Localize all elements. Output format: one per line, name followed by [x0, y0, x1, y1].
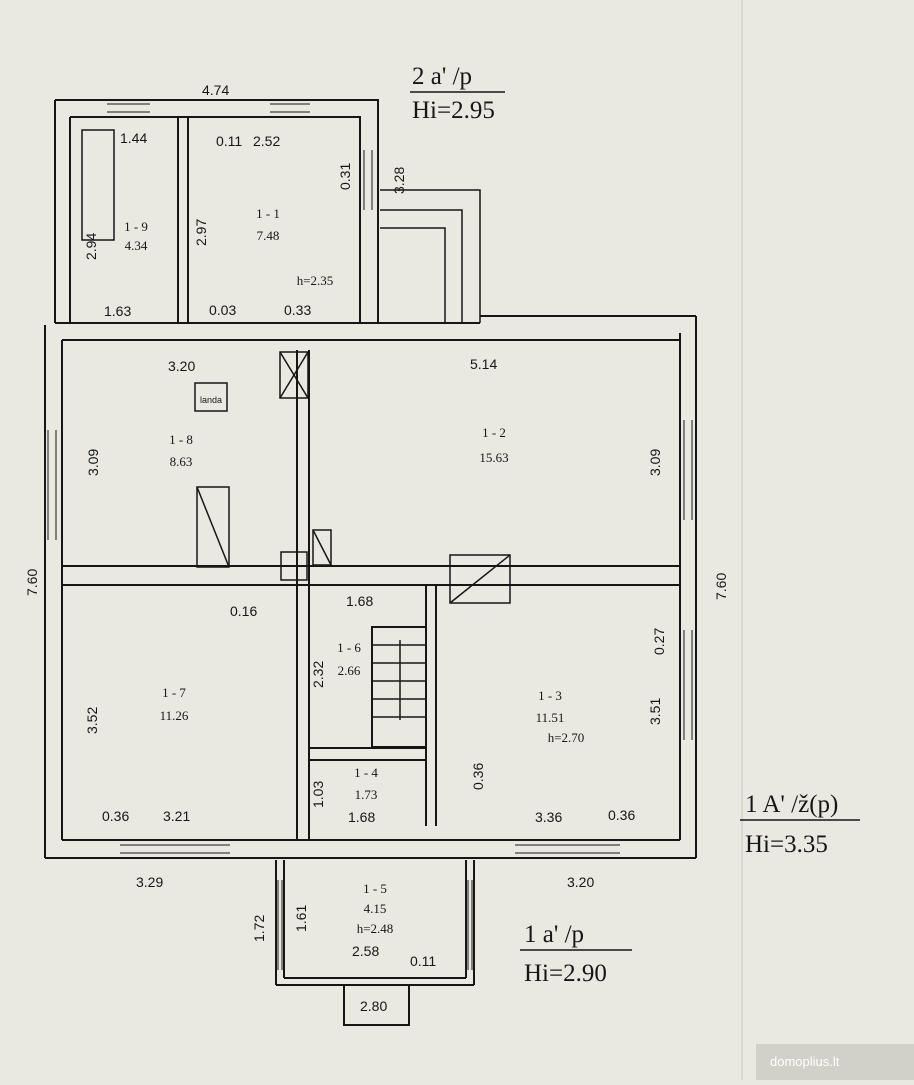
level-upper: 2 a' /p Hi=2.95 [410, 63, 505, 124]
dim-2-80: 2.80 [360, 998, 387, 1014]
room-1-6-area: 2.66 [338, 663, 361, 678]
windows [47, 103, 693, 970]
room-1-5-height: h=2.48 [357, 921, 394, 936]
room-1-7-area: 11.26 [160, 708, 189, 723]
dim-3-51: 3.51 [647, 698, 663, 725]
fireplace-box [449, 554, 511, 604]
room-1-4-id: 1 - 4 [354, 765, 378, 780]
dim-3-20-upper: 3.20 [168, 358, 195, 374]
level-main: 1 A' /ž(p) Hi=3.35 [740, 791, 860, 858]
room-1-5-id: 1 - 5 [363, 881, 387, 896]
flue-box [280, 551, 308, 581]
room-1-8-id: 1 - 8 [169, 432, 193, 447]
dim-1-63: 1.63 [104, 303, 131, 319]
dim-2-58: 2.58 [352, 943, 379, 959]
room-1-2-id: 1 - 2 [482, 425, 506, 440]
walls [44, 99, 697, 1026]
room-1-1-area: 7.48 [257, 228, 280, 243]
level-main-label: 1 A' /ž(p) [745, 791, 838, 818]
dim-3-52: 3.52 [84, 707, 100, 734]
dim-5-14: 5.14 [470, 356, 497, 372]
chimney-box [279, 351, 309, 399]
room-1-9-id: 1 - 9 [124, 219, 148, 234]
room-1-3-id: 1 - 3 [538, 688, 562, 703]
dim-2-94: 2.94 [83, 233, 99, 260]
room-1-8-area: 8.63 [170, 454, 193, 469]
dim-3-28: 3.28 [391, 167, 407, 194]
dim-3-20-lower: 3.20 [567, 874, 594, 890]
dim-3-09-left: 3.09 [85, 449, 101, 476]
dim-3-09-right: 3.09 [647, 449, 663, 476]
dim-2-32: 2.32 [310, 661, 326, 688]
dim-7-60-right: 7.60 [713, 573, 729, 600]
level-upper-height: Hi=2.95 [412, 97, 495, 124]
dim-0-03: 0.03 [209, 302, 236, 318]
room-1-5-area: 4.15 [364, 901, 387, 916]
dim-1-68-upper: 1.68 [346, 593, 373, 609]
dim-3-29: 3.29 [136, 874, 163, 890]
landa-box [194, 382, 228, 412]
dim-2-97: 2.97 [193, 219, 209, 246]
dim-1-44: 1.44 [120, 130, 147, 146]
dimension-labels: 4.74 1.44 0.11 2.52 0.31 3.28 2.94 2.97 … [24, 82, 729, 1014]
dim-1-68-lower: 1.68 [348, 809, 375, 825]
room-1-3-height: h=2.70 [548, 730, 585, 745]
watermark-text: domoplius.lt [770, 1054, 840, 1069]
room-labels: 1 - 1 7.48 h=2.35 1 - 9 4.34 1 - 8 8.63 … [124, 206, 584, 936]
room-1-1-id: 1 - 1 [256, 206, 280, 221]
dim-7-60-left: 7.60 [24, 569, 40, 596]
room-1-1-height: h=2.35 [297, 273, 334, 288]
bathtub [81, 129, 115, 241]
dim-1-72: 1.72 [251, 915, 267, 942]
dim-0-27: 0.27 [651, 628, 667, 655]
level-porch-height: Hi=2.90 [524, 960, 607, 987]
dim-3-36: 3.36 [535, 809, 562, 825]
room-1-6-id: 1 - 6 [337, 640, 361, 655]
dim-1-61: 1.61 [293, 905, 309, 932]
dim-0-11-upper: 0.11 [216, 133, 242, 149]
level-upper-label: 2 a' /p [412, 63, 472, 90]
room-1-4-area: 1.73 [355, 787, 378, 802]
level-main-height: Hi=3.35 [745, 831, 828, 858]
dim-2-52: 2.52 [253, 133, 280, 149]
dim-1-03: 1.03 [310, 781, 326, 808]
dim-0-31: 0.31 [337, 163, 353, 190]
dim-0-11-porch: 0.11 [410, 953, 436, 969]
stove-box [196, 486, 230, 568]
dim-0-36-center: 0.36 [470, 763, 486, 790]
level-porch: 1 a' /p Hi=2.90 [520, 921, 632, 987]
dim-0-36-left: 0.36 [102, 808, 129, 824]
room-1-3-area: 11.51 [536, 710, 565, 725]
room-1-2-area: 15.63 [479, 450, 508, 465]
level-porch-label: 1 a' /p [524, 921, 584, 948]
room-1-9-area: 4.34 [125, 238, 148, 253]
fixtures [81, 129, 511, 720]
dim-0-33: 0.33 [284, 302, 311, 318]
dim-0-16: 0.16 [230, 603, 257, 619]
dim-4-74: 4.74 [202, 82, 229, 98]
room-1-7-id: 1 - 7 [162, 685, 186, 700]
dim-0-36-right: 0.36 [608, 807, 635, 823]
dim-3-21: 3.21 [163, 808, 190, 824]
landa-label: landa [200, 395, 222, 405]
